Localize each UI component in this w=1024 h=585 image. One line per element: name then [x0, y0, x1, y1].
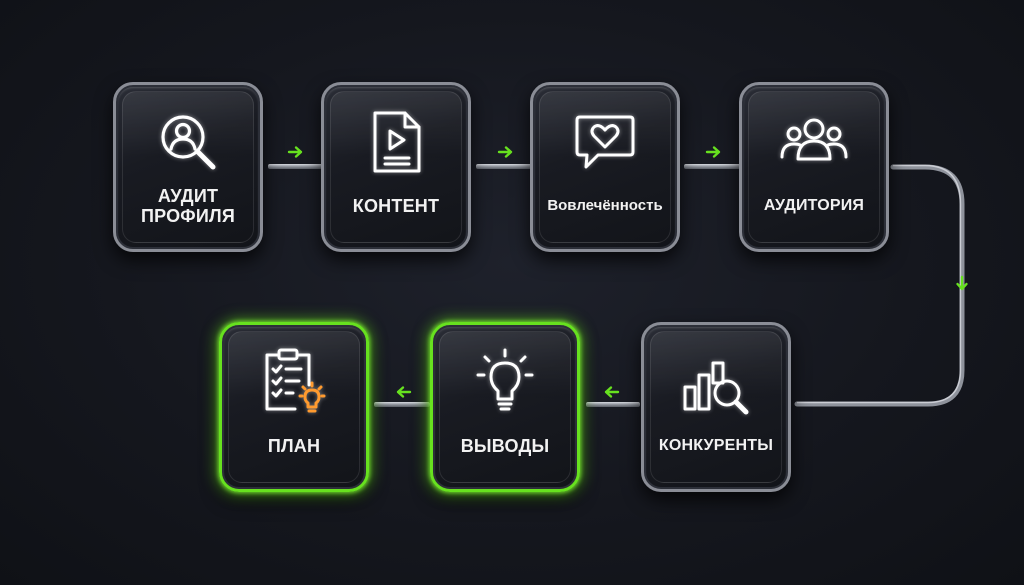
- node-label: Конкуренты: [658, 437, 774, 454]
- users-group-icon: [742, 107, 886, 177]
- connector-audit-content: [268, 164, 324, 169]
- node-label: Аудит профиля: [141, 186, 235, 226]
- arrow-left-icon: [396, 386, 412, 398]
- arrow-right-icon: [497, 146, 513, 158]
- node-label: Вовлечённость: [547, 197, 663, 214]
- video-file-icon: [324, 107, 468, 177]
- user-search-icon: [116, 107, 260, 177]
- node-conclusions: Выводы: [430, 322, 580, 492]
- lightbulb-icon: [433, 347, 577, 417]
- node-engagement: Вовлечённость: [530, 82, 680, 252]
- connector-conclusions-plan: [374, 402, 430, 407]
- clipboard-idea-icon: [222, 347, 366, 417]
- arrow-down-icon: [956, 275, 968, 291]
- chart-magnifier-icon: [644, 347, 788, 417]
- node-plan: План: [219, 322, 369, 492]
- connector-content-engagement: [476, 164, 534, 169]
- node-content: Контент: [321, 82, 471, 252]
- node-competitors: Конкуренты: [641, 322, 791, 492]
- node-label: Контент: [352, 196, 440, 216]
- arrow-right-icon: [287, 146, 303, 158]
- node-label: Выводы: [460, 436, 550, 456]
- arrow-right-icon: [705, 146, 721, 158]
- connector-engagement-audience: [684, 164, 742, 169]
- node-label: Аудитория: [763, 197, 865, 214]
- heart-chat-icon: [533, 107, 677, 177]
- node-audience: Аудитория: [739, 82, 889, 252]
- connector-audience-competitors: [794, 164, 965, 407]
- node-audit: Аудит профиля: [113, 82, 263, 252]
- connector-competitors-conclusions: [586, 402, 640, 407]
- arrow-left-icon: [604, 386, 620, 398]
- node-label: План: [267, 436, 321, 456]
